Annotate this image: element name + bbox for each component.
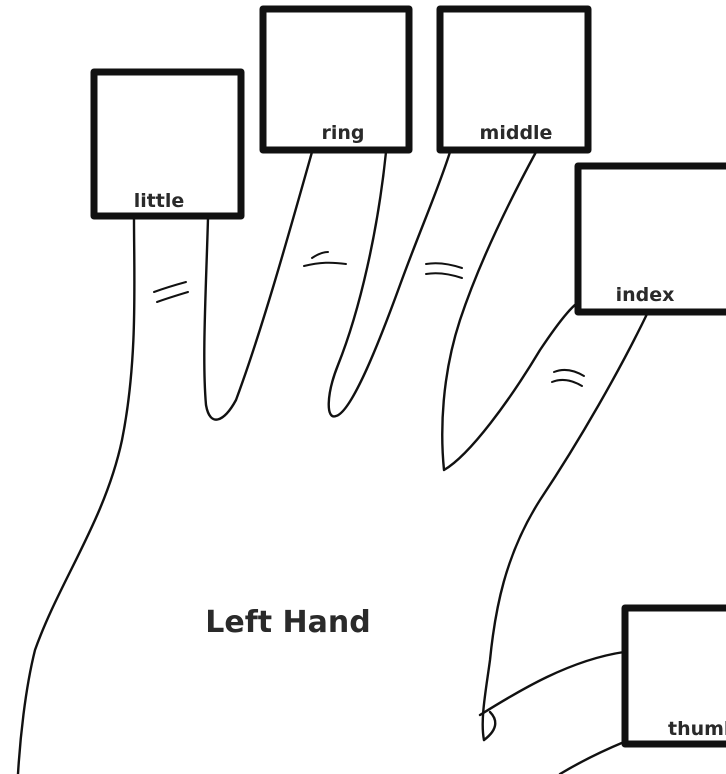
finger-box-ring: ring <box>263 9 409 150</box>
finger-label-middle: middle <box>480 122 553 144</box>
hand-outline <box>18 152 648 774</box>
finger-box-middle: middle <box>440 9 588 150</box>
finger-label-little: little <box>134 190 185 212</box>
finger-label-ring: ring <box>321 122 364 144</box>
finger-label-index: index <box>616 284 675 306</box>
finger-box-index: index <box>578 166 726 312</box>
finger-box-thumb: thumb <box>625 608 726 744</box>
finger-box-little: little <box>94 72 241 216</box>
finger-label-thumb: thumb <box>668 718 726 740</box>
diagram-title: Left Hand <box>205 605 370 640</box>
